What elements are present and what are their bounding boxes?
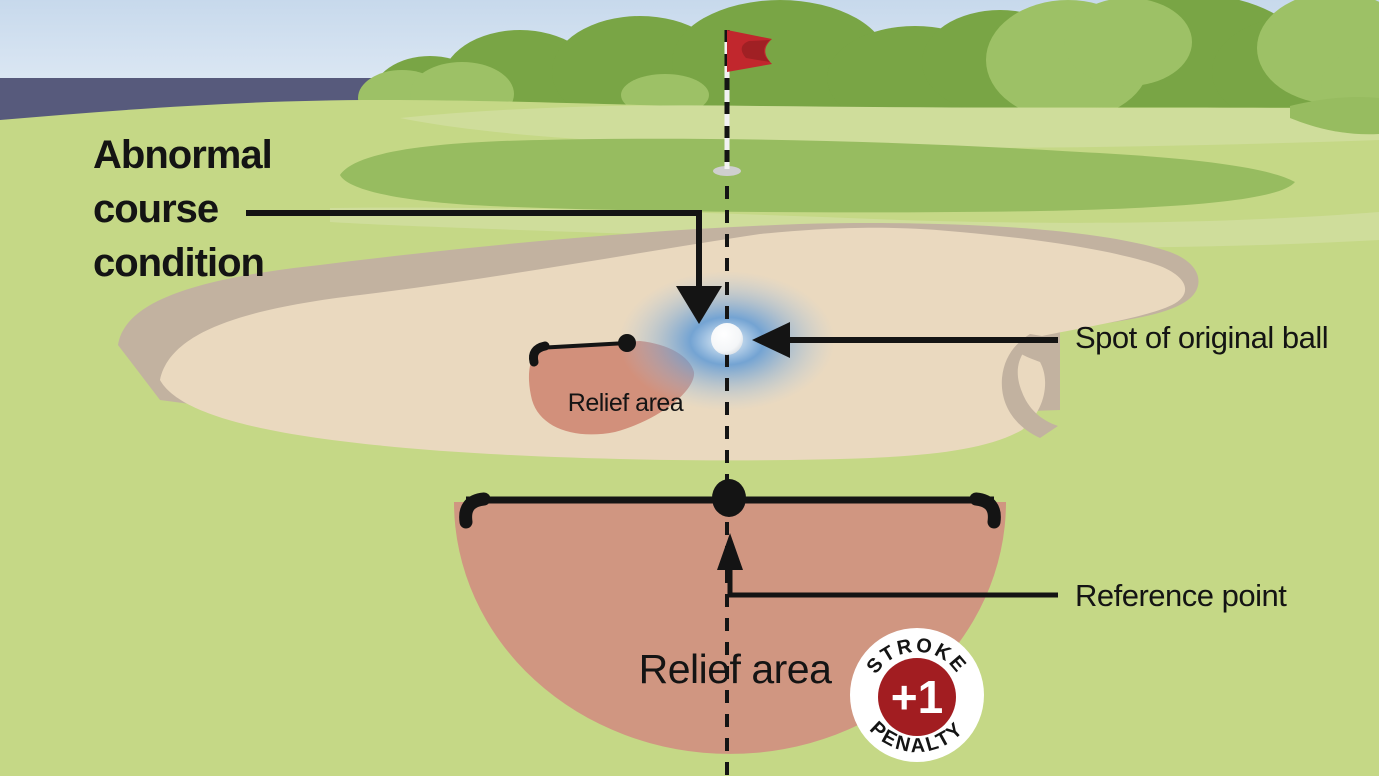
spot-of-original-ball-label: Spot of original ball [1075,320,1329,355]
bunker-relief-area-label: Relief area [567,389,684,417]
bunker-measuring-line [529,334,636,367]
reference-arrow [717,533,1058,598]
bunker-notch-lip [1001,334,1058,438]
far-hill [1290,96,1379,135]
abnormal-condition-arrow [246,210,722,324]
putting-green [340,138,1295,213]
spot-arrow [752,322,1058,358]
reference-point-dot [712,479,746,517]
penalty-badge: +1 STROKE PENALTY [850,628,984,762]
horizon-hill [400,105,1379,148]
flag-icon [713,30,772,176]
reference-point-label: Reference point [1075,578,1287,613]
abnormal-condition-label: Abnormal course condition [93,133,273,285]
badge-value: +1 [891,671,943,723]
main-relief-area-label: Relief area [638,646,832,692]
hole [713,166,741,176]
golf-ball-icon [711,323,743,355]
